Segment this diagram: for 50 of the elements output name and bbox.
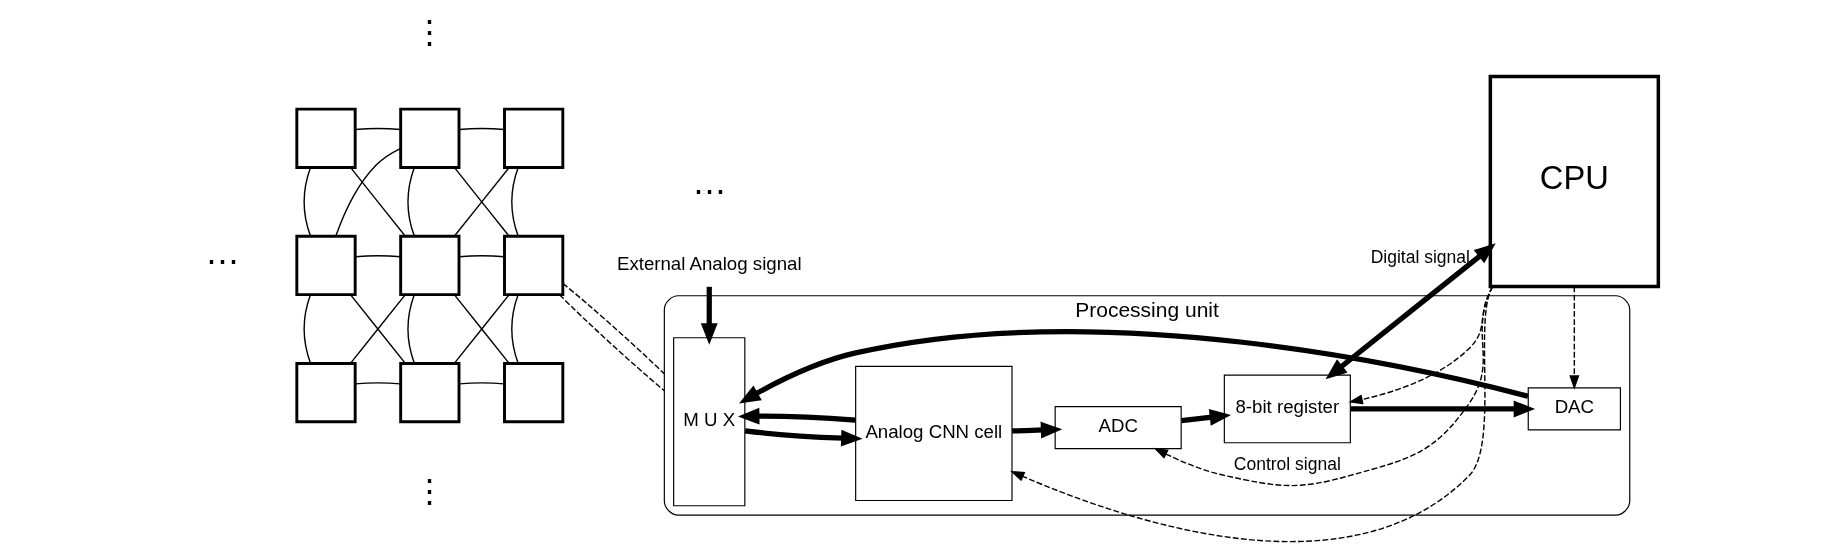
node-box xyxy=(294,234,357,297)
connector xyxy=(334,147,401,237)
connector xyxy=(558,294,665,392)
label: ⋮ xyxy=(412,13,446,51)
label: ⋮ xyxy=(412,473,446,511)
edge-label: Control signal xyxy=(1233,453,1341,474)
arrow xyxy=(1568,285,1579,390)
arrow xyxy=(1347,286,1493,405)
node-box xyxy=(398,234,460,297)
node-box: CPU xyxy=(1488,74,1660,289)
node-text: External Analog signal xyxy=(616,252,802,274)
arrow xyxy=(1009,285,1493,543)
connector xyxy=(349,166,406,237)
connector xyxy=(406,294,415,364)
arrow xyxy=(1011,421,1062,439)
node-box: M U X xyxy=(672,337,745,507)
node-box xyxy=(398,107,460,169)
connector xyxy=(354,382,401,385)
connector xyxy=(510,167,519,237)
node-box: DAC xyxy=(1527,387,1621,431)
arrow xyxy=(1350,400,1535,418)
connector xyxy=(458,127,505,131)
node-box xyxy=(502,234,564,297)
node-box xyxy=(502,107,564,169)
connector xyxy=(510,294,519,364)
node-box: ADC xyxy=(1054,406,1182,450)
label: ⋯ xyxy=(692,173,726,211)
arrow xyxy=(744,428,863,447)
node-box xyxy=(398,361,460,424)
connector xyxy=(406,167,415,237)
node-box xyxy=(294,361,357,424)
node-box: 8-bit register xyxy=(1223,374,1351,444)
node-box xyxy=(294,107,357,169)
edge-label: Digital signal xyxy=(1370,247,1470,268)
arrow xyxy=(1153,285,1493,487)
arrow xyxy=(1325,243,1496,380)
arrow xyxy=(737,407,856,425)
node-box xyxy=(502,361,564,424)
connector xyxy=(458,255,505,258)
connector xyxy=(458,382,505,385)
label: ⋯ xyxy=(205,243,239,281)
arrow xyxy=(700,286,718,345)
connector xyxy=(561,282,665,375)
connector xyxy=(354,255,401,258)
arrow xyxy=(738,329,1529,404)
connector xyxy=(302,167,311,237)
connector xyxy=(302,294,311,364)
node-box: Analog CNN cell xyxy=(854,365,1013,502)
connector xyxy=(354,127,401,131)
arrow xyxy=(1180,409,1231,426)
